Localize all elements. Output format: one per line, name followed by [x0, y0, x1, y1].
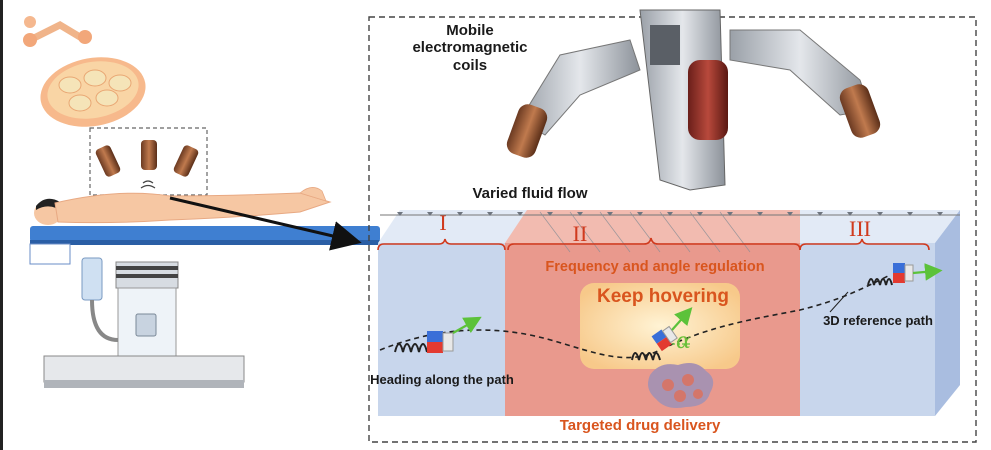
angle-alpha-symbol: α: [676, 329, 691, 354]
region-iii-label: III: [849, 216, 871, 241]
reference-path-label: 3D reference path: [823, 313, 933, 328]
microrobot-icon: [394, 316, 482, 353]
coils-label: Mobile electromagnetic coils: [412, 22, 528, 74]
surgical-table: [29, 226, 380, 388]
fluid-flow-label: Varied fluid flow: [472, 185, 588, 202]
heading-label: Heading along the path: [370, 372, 514, 387]
microrobot-icon: [867, 263, 943, 286]
frequency-regulation-label: Frequency and angle regulation: [545, 259, 765, 275]
patient-figure: [34, 187, 332, 225]
keep-hovering-label: Keep hovering: [597, 286, 729, 307]
microrobot-icon: [631, 307, 693, 361]
region-brackets: [377, 237, 930, 251]
region-ii-label: II: [572, 221, 588, 246]
reference-path-line: [379, 274, 891, 359]
region-ii-top: [505, 210, 800, 243]
surgical-lamp-icon: [23, 16, 146, 127]
pointer-arrow: [169, 196, 362, 251]
coil-inset-box: [89, 127, 208, 196]
tumor-icon: [648, 363, 714, 408]
region-i-label: I: [439, 210, 447, 235]
drug-delivery-label: Targeted drug delivery: [559, 417, 721, 434]
reference-path-pointer: [829, 291, 849, 313]
left-border: [0, 0, 3, 450]
hover-zone: [580, 283, 740, 369]
robot-arm: [506, 9, 881, 191]
coil-icon: [95, 140, 199, 189]
